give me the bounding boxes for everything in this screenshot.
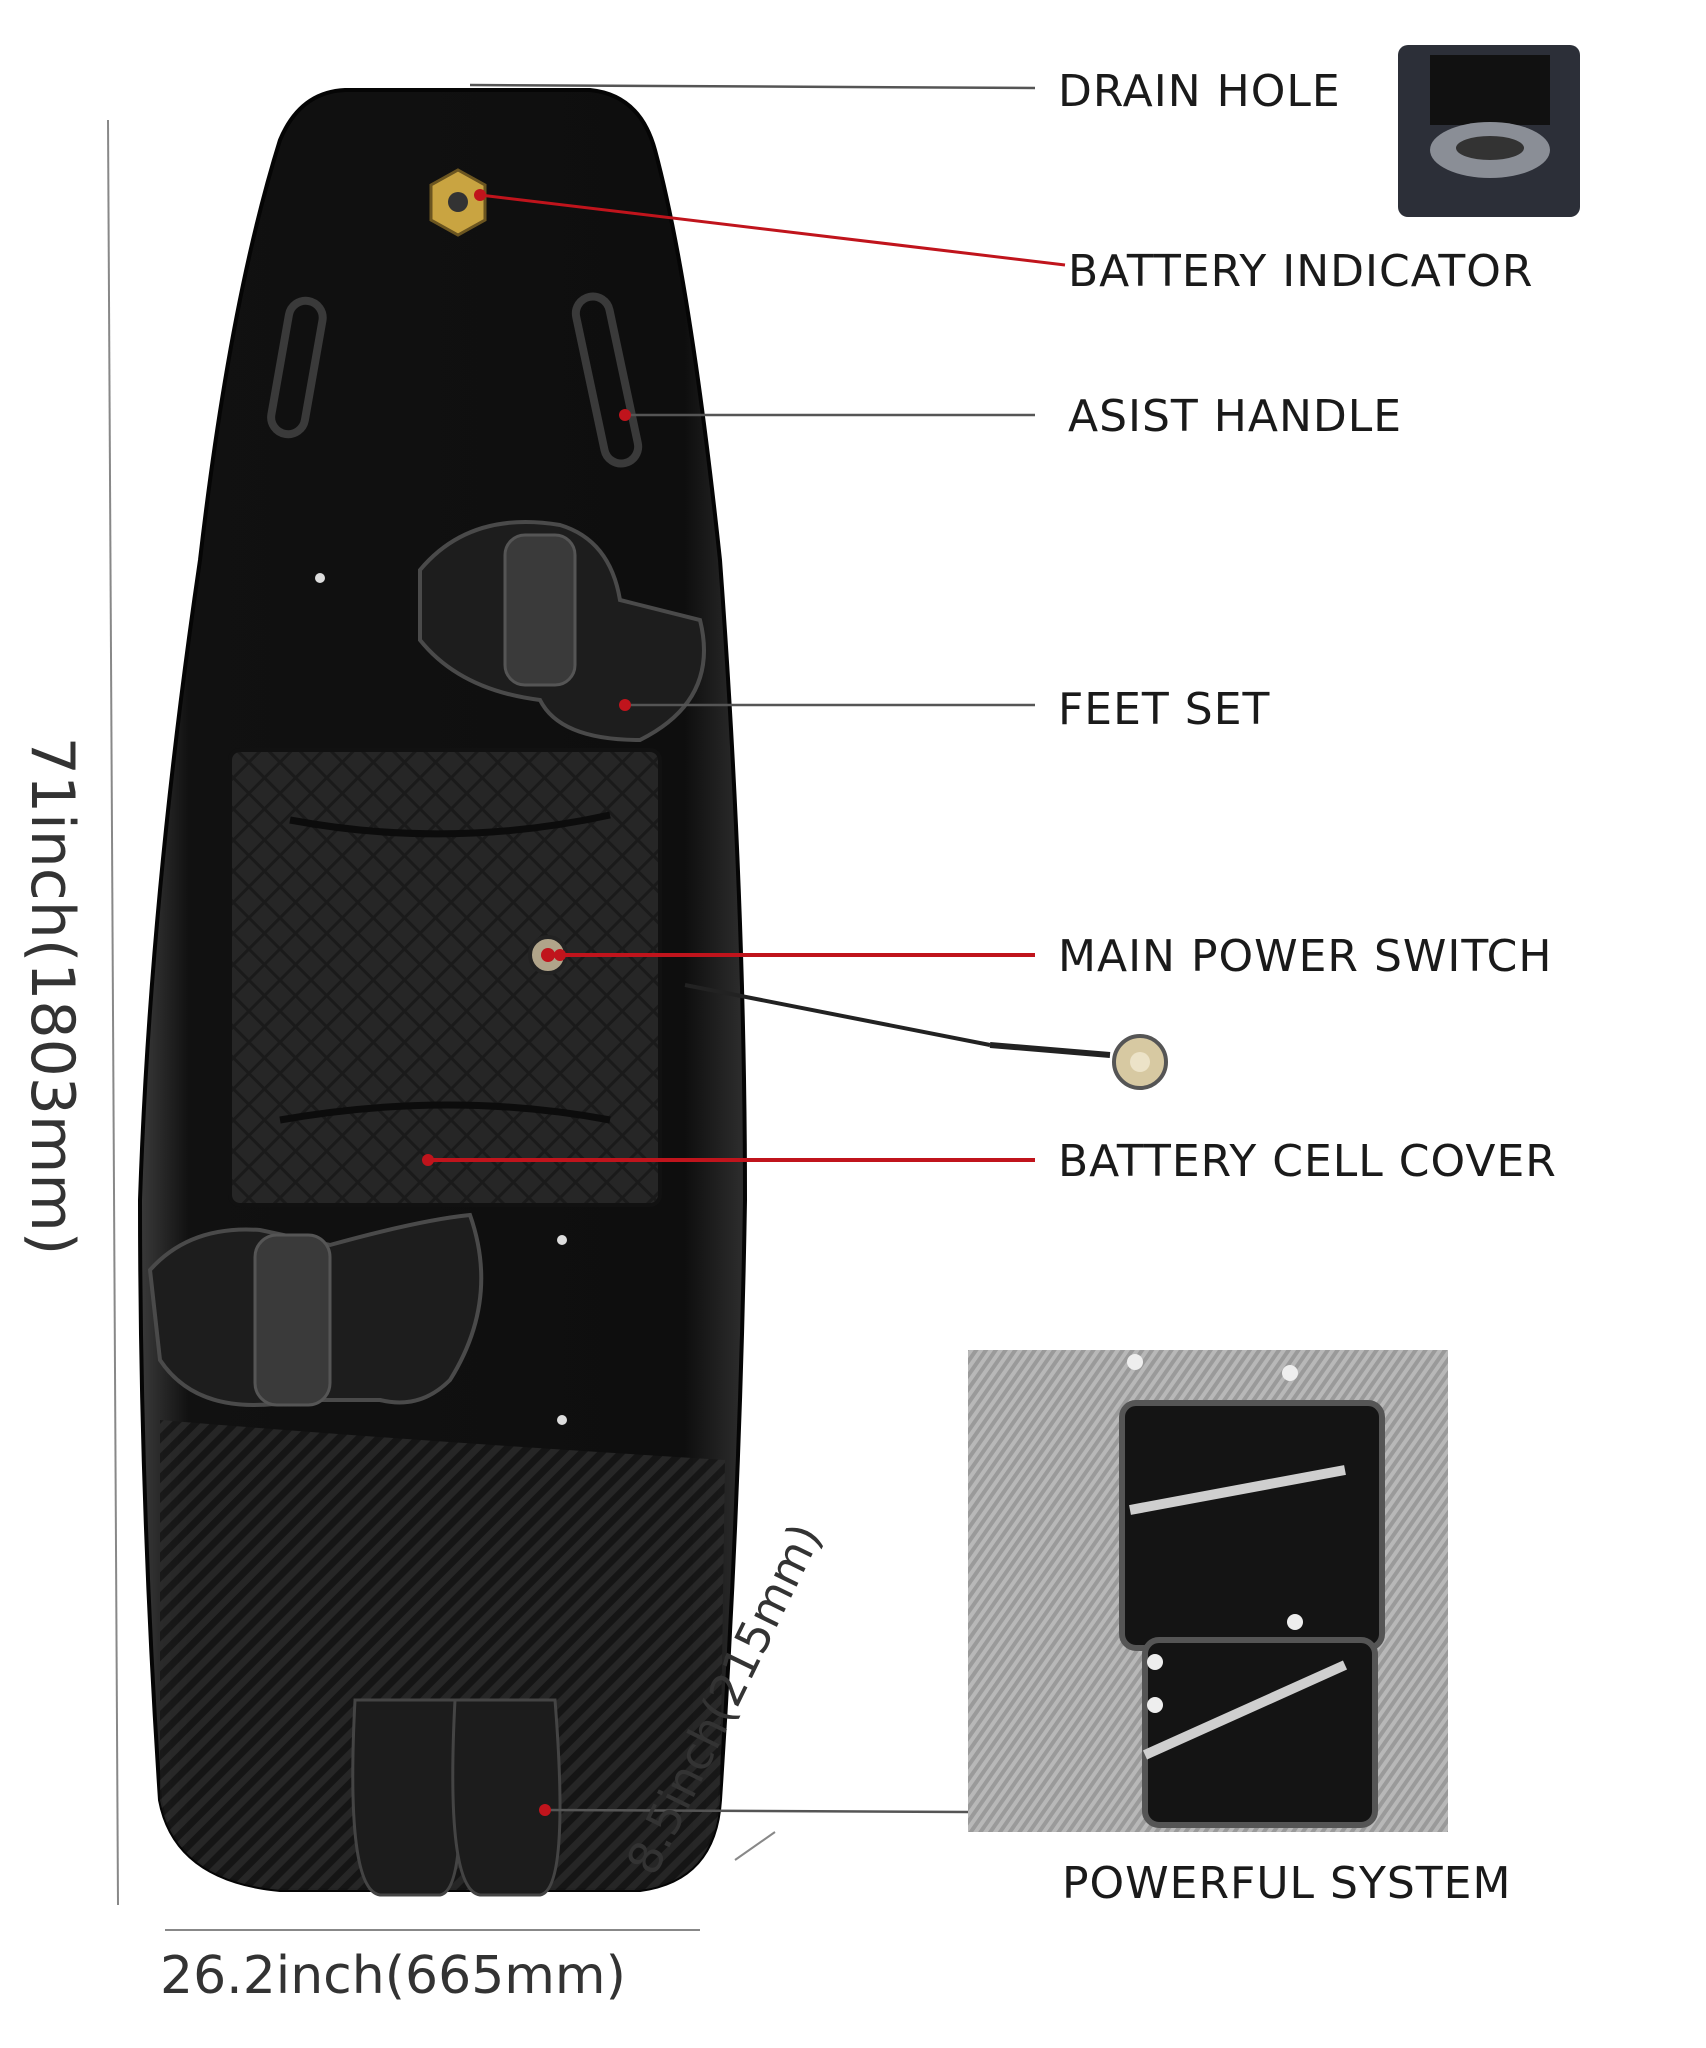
rear-carbon-texture — [160, 1420, 725, 1890]
label-battery-cell-cover: BATTERY CELL COVER — [1058, 1136, 1557, 1187]
drain-hole-inset-photo — [1398, 45, 1580, 217]
jet-nozzle-left — [351, 1698, 462, 1897]
battery-cell-cover-pad — [228, 748, 662, 1207]
jet-nozzle-right — [451, 1698, 562, 1897]
length-guide-line — [107, 119, 119, 1906]
label-drain-hole: DRAIN HOLE — [1058, 66, 1341, 117]
dimension-width: 26.2inch(665mm) — [160, 1946, 626, 2006]
rear-foot-binding — [147, 1212, 484, 1407]
front-foot-binding — [418, 520, 706, 743]
leader-powerful-system — [544, 1808, 969, 1814]
leader-battery-indicator — [479, 193, 1066, 267]
label-main-power-switch: MAIN POWER SWITCH — [1058, 931, 1553, 982]
screw — [557, 1415, 567, 1425]
label-powerful-system: POWERFUL SYSTEM — [1062, 1858, 1512, 1909]
screw — [557, 1235, 567, 1245]
screw — [315, 573, 325, 583]
assist-handle-left — [267, 296, 327, 439]
height-guide-line — [734, 1831, 776, 1861]
assist-handle-right — [571, 292, 643, 468]
powerful-system-inset-photo — [968, 1350, 1448, 1832]
label-battery-indicator: BATTERY INDICATOR — [1068, 246, 1534, 297]
leader-drain-hole — [469, 83, 1036, 90]
label-assist-handle: ASIST HANDLE — [1068, 391, 1403, 442]
dimension-length: 71inch(1803mm) — [17, 736, 87, 1256]
label-feet-set: FEET SET — [1058, 684, 1271, 735]
